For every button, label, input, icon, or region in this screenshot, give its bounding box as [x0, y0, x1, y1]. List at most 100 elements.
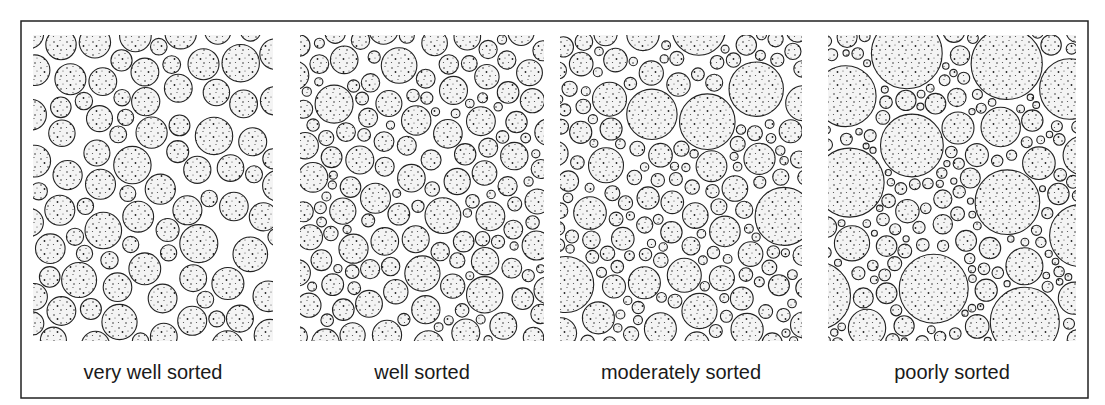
grain [856, 129, 862, 135]
grain [560, 171, 579, 191]
grain [759, 305, 773, 319]
grain [75, 92, 92, 109]
grain [230, 90, 258, 118]
grain [706, 185, 719, 198]
grain [667, 73, 690, 96]
grain [537, 265, 544, 273]
grain [525, 189, 544, 214]
grain [1072, 121, 1076, 133]
grain [627, 170, 641, 184]
grain [466, 99, 475, 108]
grain [896, 200, 919, 223]
grain [950, 69, 957, 76]
grain [300, 163, 328, 193]
grain [397, 136, 416, 155]
grain [876, 111, 890, 125]
grain [626, 212, 634, 220]
grain [84, 140, 110, 166]
grain [120, 186, 136, 202]
grain [771, 53, 784, 66]
grain [123, 236, 139, 252]
grain [863, 220, 871, 228]
grain [951, 207, 965, 221]
grain [864, 60, 871, 67]
grain [490, 313, 517, 340]
grain [358, 129, 371, 142]
grain [1043, 272, 1050, 279]
grain [351, 35, 369, 49]
grain [967, 198, 973, 204]
grain [903, 236, 909, 242]
grain [670, 51, 684, 65]
grain [412, 200, 424, 212]
grain [628, 267, 660, 299]
grain [178, 306, 207, 335]
grain [47, 297, 76, 326]
grain [217, 155, 244, 182]
grain [835, 259, 842, 266]
grain [1027, 94, 1033, 100]
grain [165, 35, 196, 49]
grain [369, 35, 398, 44]
grain [950, 46, 969, 65]
grain [381, 257, 399, 275]
grain [661, 191, 684, 214]
grain [1007, 150, 1017, 160]
grain [334, 265, 342, 273]
grain [145, 174, 175, 204]
grain [969, 275, 977, 283]
grain [654, 253, 669, 268]
grain [685, 180, 699, 194]
grain [674, 141, 689, 156]
grain [325, 35, 345, 43]
grain [871, 35, 942, 89]
grain [624, 296, 632, 304]
grain [33, 145, 51, 177]
grain [755, 50, 765, 60]
grain [644, 313, 676, 341]
grain [203, 79, 229, 105]
grain [969, 109, 975, 115]
grain [938, 240, 949, 251]
grain [793, 246, 802, 266]
grain [524, 177, 533, 186]
grain [828, 262, 851, 330]
grain [508, 35, 534, 46]
grain [948, 88, 966, 106]
grain [699, 256, 708, 265]
grain [498, 51, 516, 69]
grain [594, 35, 617, 46]
grain [973, 222, 981, 230]
grain [479, 40, 497, 58]
grain [583, 231, 601, 249]
grain [776, 146, 785, 155]
grain [736, 35, 756, 55]
grain [1065, 274, 1072, 281]
grain [45, 195, 75, 225]
grain [33, 183, 47, 200]
grain [479, 138, 498, 157]
grain [739, 268, 753, 282]
grain [1023, 147, 1056, 180]
grain [649, 143, 673, 167]
grain [868, 260, 879, 271]
grain [709, 325, 722, 338]
grain [472, 161, 497, 186]
grain [604, 48, 628, 72]
grain [616, 139, 626, 149]
grain [625, 251, 635, 261]
grain [603, 275, 626, 298]
grain [374, 132, 394, 152]
grain [943, 63, 949, 69]
grain [828, 148, 884, 217]
grain [425, 182, 440, 197]
grain [624, 327, 639, 341]
grain [682, 237, 700, 255]
grain [66, 228, 83, 245]
grain [754, 277, 764, 287]
grain [300, 100, 313, 118]
grain [788, 270, 798, 280]
grain [253, 281, 273, 312]
grain [913, 221, 925, 233]
grain [522, 270, 534, 282]
